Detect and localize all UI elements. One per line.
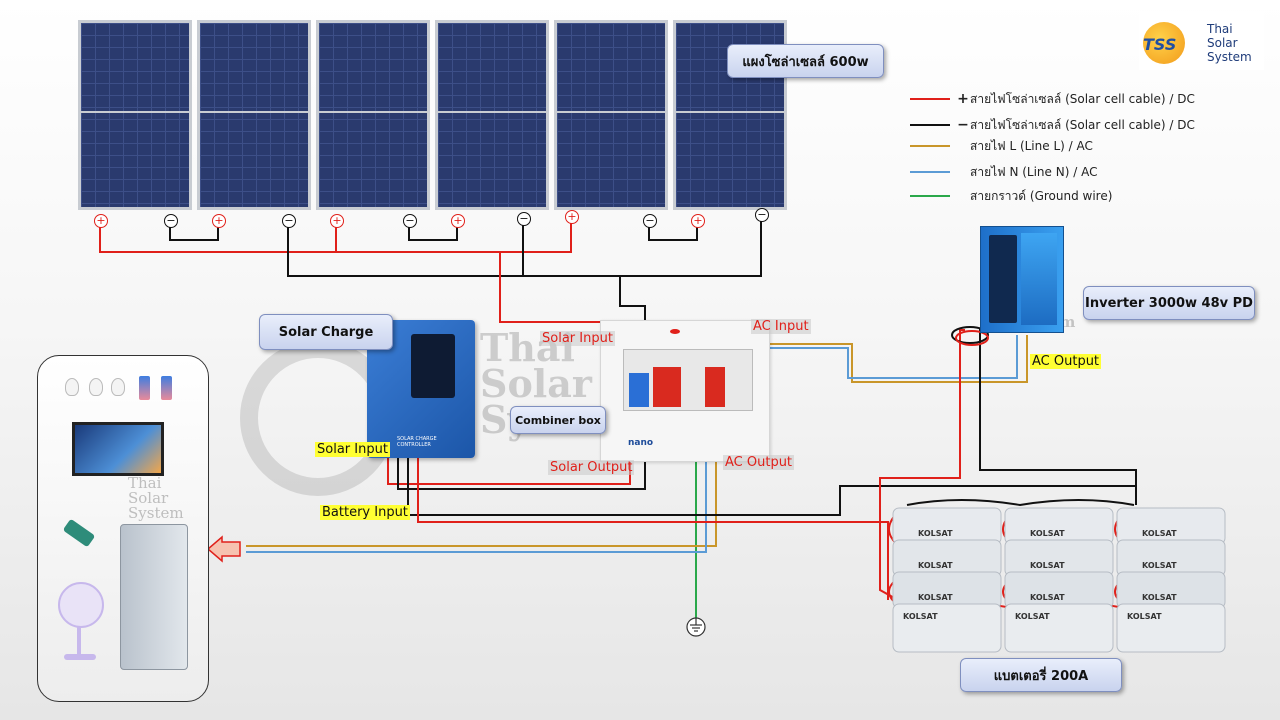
tss-logo-mark: TSS [1143, 35, 1177, 54]
battery-brand: KOLSAT [1030, 529, 1065, 538]
battery-brand: KOLSAT [1127, 612, 1162, 621]
fan-base [64, 654, 96, 660]
battery-brand: KOLSAT [1142, 529, 1177, 538]
solar-panel [316, 20, 430, 210]
solar-panel [197, 20, 311, 210]
television-icon [72, 422, 164, 476]
tss-logo-icon [1143, 22, 1185, 64]
ac-output-label-inverter: AC Output [1030, 354, 1102, 369]
smartphone-icon [161, 376, 172, 400]
positive-terminal-icon: + [330, 214, 344, 228]
ac-output-label-combiner: AC Output [723, 455, 795, 470]
inverter-cable-coil [955, 330, 989, 346]
combiner-brand: nano [628, 438, 654, 448]
battery-bank [892, 507, 1226, 653]
solar-panel [78, 20, 192, 210]
inverter-to-battery-positive [879, 329, 965, 601]
inverter-device [980, 226, 1064, 333]
solar-input-label-charger: Solar Input [315, 442, 390, 457]
legend-item: สายไฟ N (Line N) / AC [910, 163, 1097, 181]
negative-terminal-icon: − [403, 214, 417, 228]
electric-fan-icon [58, 582, 104, 628]
solar-panel [554, 20, 668, 210]
battery-label: แบตเตอรี่ 200A [960, 658, 1122, 692]
positive-terminal-icon: + [691, 214, 705, 228]
smartphone-icon [139, 376, 150, 400]
legend-item: + สายไฟโซล่าเซลล์ (Solar cell cable) / D… [910, 90, 1195, 108]
solar-panel-label: แผงโซล่าเซลล์ 600w [727, 44, 884, 78]
fan-stand [77, 626, 81, 656]
controller-display [411, 334, 455, 398]
refrigerator-icon [120, 524, 188, 670]
panel-link-negative [648, 222, 698, 241]
status-light-icon [670, 329, 680, 334]
negative-terminal-icon: − [517, 212, 531, 226]
surge-protector-icon [653, 367, 681, 407]
battery-input-label: Battery Input [320, 505, 410, 520]
panel-link-negative [408, 222, 458, 241]
negative-terminal-icon: − [164, 214, 178, 228]
inverter-cable-coil [951, 326, 989, 344]
positive-terminal-icon: + [94, 214, 108, 228]
light-bulb-icon [111, 378, 125, 396]
combiner-box: nano [600, 320, 770, 462]
positive-terminal-icon: + [565, 210, 579, 224]
legend-item: − สายไฟโซล่าเซลล์ (Solar cell cable) / D… [910, 116, 1195, 134]
charger-to-battery-positive [417, 450, 889, 600]
solar-charge-label: Solar Charge [259, 314, 393, 350]
ground-symbol [686, 617, 706, 637]
battery-brand: KOLSAT [1142, 593, 1177, 602]
light-bulb-icon [65, 378, 79, 396]
negative-terminal-icon: − [282, 214, 296, 228]
battery-link-negative [906, 499, 1135, 507]
positive-terminal-icon: + [212, 214, 226, 228]
battery-brand: KOLSAT [1030, 593, 1065, 602]
combiner-box-label: Combiner box [510, 406, 606, 434]
legend-item: สายกราวด์ (Ground wire) [910, 187, 1112, 205]
panel-negative-bus [287, 216, 762, 277]
battery-brand: KOLSAT [903, 612, 938, 621]
negative-terminal-icon: − [755, 208, 769, 222]
controller-text: SOLAR CHARGE CONTROLLER [397, 436, 437, 448]
light-bulb-icon [89, 378, 103, 396]
inverter-panel [989, 235, 1017, 323]
ac-breaker-icon [705, 367, 725, 407]
power-drill-icon [62, 518, 96, 548]
battery-brand: KOLSAT [918, 529, 953, 538]
battery-brand: KOLSAT [1015, 612, 1050, 621]
battery-brand: KOLSAT [918, 593, 953, 602]
solar-panel [435, 20, 549, 210]
legend-item: สายไฟ L (Line L) / AC [910, 137, 1093, 155]
battery-brand: KOLSAT [918, 561, 953, 570]
inverter-label: Inverter 3000w 48v PD [1083, 286, 1255, 320]
output-arrow-icon [206, 535, 241, 563]
solar-output-label: Solar Output [548, 460, 635, 475]
solar-input-label-combiner: Solar Input [540, 331, 615, 346]
negative-terminal-icon: − [643, 214, 657, 228]
ac-input-label: AC Input [751, 319, 811, 334]
inverter-side [1021, 233, 1057, 325]
battery-brand: KOLSAT [1030, 561, 1065, 570]
dc-breaker-icon [629, 373, 649, 407]
positive-terminal-icon: + [451, 214, 465, 228]
battery-brand: KOLSAT [1142, 561, 1177, 570]
panel-link-negative [169, 222, 219, 241]
